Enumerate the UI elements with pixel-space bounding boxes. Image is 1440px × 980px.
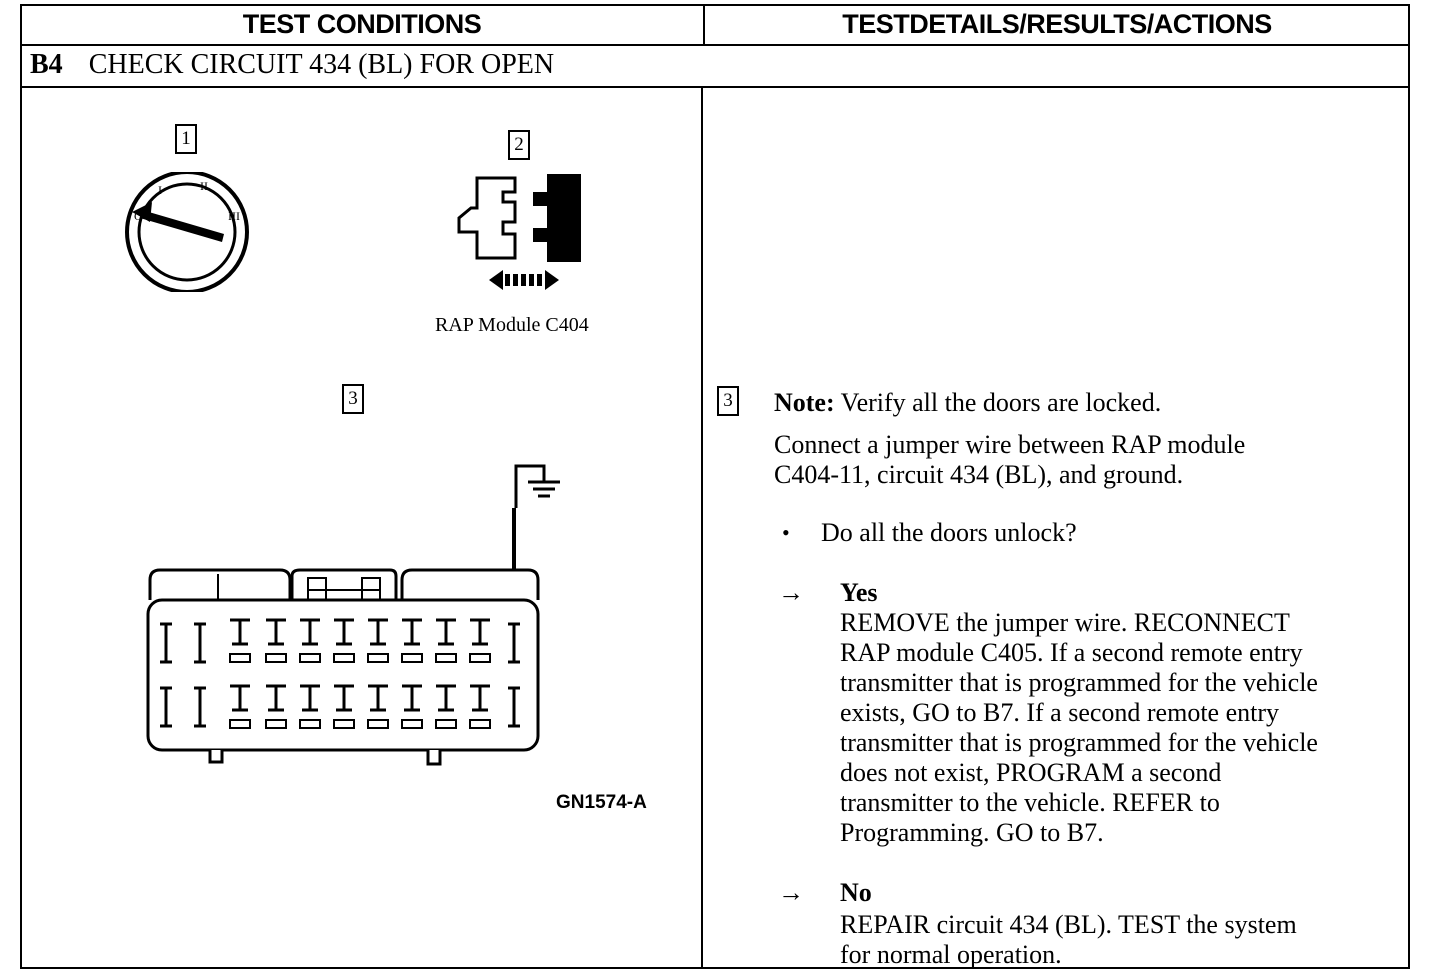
svg-text:O: O	[134, 209, 143, 223]
details-callout-3: 3	[717, 386, 739, 416]
no-action: REPAIR circuit 434 (BL). TEST the system…	[840, 910, 1297, 970]
column-divider	[701, 86, 703, 969]
section-heading: CHECK CIRCUIT 434 (BL) FOR OPEN	[88, 49, 555, 80]
ignition-switch-icon: O I II III	[125, 172, 249, 292]
yes-action: REMOVE the jumper wire. RECONNECT RAP mo…	[840, 608, 1318, 848]
note-label: Note:	[774, 388, 835, 417]
figure-code: GN1574-A	[556, 792, 647, 813]
yes-line: REMOVE the jumper wire. RECONNECT	[840, 608, 1290, 637]
no-arrow-icon: →	[778, 878, 804, 907]
header-test-details: TESTDETAILS/RESULTS/ACTIONS	[842, 9, 1272, 39]
connector-c404-face-diagram	[146, 464, 560, 766]
section-id: B4	[30, 49, 63, 80]
yes-line: Programming. GO to B7.	[840, 818, 1104, 847]
header-divider	[20, 44, 1410, 46]
yes-line: transmitter to the vehicle. REFER to	[840, 788, 1220, 817]
header-test-conditions: TEST CONDITIONS	[242, 9, 482, 39]
callout-3: 3	[342, 384, 364, 414]
yes-line: transmitter that is programmed for the v…	[840, 728, 1318, 757]
yes-line: transmitter that is programmed for the v…	[840, 668, 1318, 697]
note: Note: Verify all the doors are locked.	[774, 388, 1161, 418]
section-divider	[20, 86, 1410, 88]
connector-disconnect-icon	[457, 174, 581, 290]
svg-text:I: I	[158, 183, 162, 197]
callout-1: 1	[175, 124, 197, 154]
yes-label: Yes	[840, 578, 878, 607]
question: Do all the doors unlock?	[821, 518, 1077, 547]
yes-line: does not exist, PROGRAM a second	[840, 758, 1222, 787]
bullet-icon: •	[782, 520, 790, 545]
test-table	[20, 4, 1410, 969]
column-divider-top	[703, 4, 705, 46]
yes-line: RAP module C405. If a second remote entr…	[840, 638, 1303, 667]
no-line: for normal operation.	[840, 940, 1062, 969]
section-title: B4 CHECK CIRCUIT 434 (BL) FOR OPEN	[30, 46, 554, 84]
connector-caption: RAP Module C404	[435, 314, 589, 336]
svg-text:III: III	[228, 209, 240, 223]
callout-2: 2	[508, 130, 530, 160]
instruction-line-1: Connect a jumper wire between RAP module	[774, 430, 1246, 459]
svg-text:II: II	[200, 179, 208, 193]
no-line: REPAIR circuit 434 (BL). TEST the system	[840, 910, 1297, 939]
instruction-line-2: C404-11, circuit 434 (BL), and ground.	[774, 460, 1184, 489]
no-label: No	[840, 878, 872, 907]
note-text: Verify all the doors are locked.	[840, 388, 1162, 417]
yes-line: exists, GO to B7. If a second remote ent…	[840, 698, 1280, 727]
yes-arrow-icon: →	[778, 578, 804, 607]
